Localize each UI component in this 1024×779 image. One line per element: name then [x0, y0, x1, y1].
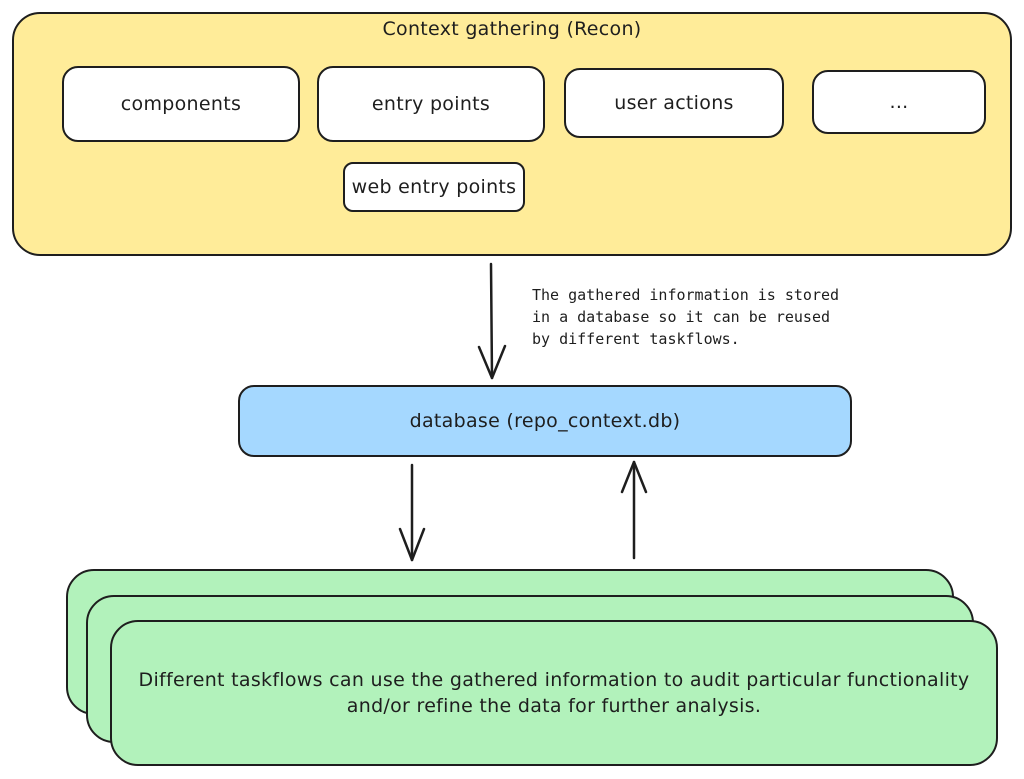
node-user-actions: user actions: [564, 68, 784, 138]
node-user-actions-label: user actions: [614, 92, 734, 114]
node-ellipsis: ...: [812, 70, 986, 134]
database-node: database (repo_context.db): [238, 385, 852, 457]
node-components: components: [62, 66, 300, 142]
node-entry-points-label: entry points: [371, 93, 491, 115]
arrow-taskflows-to-database: [620, 460, 648, 560]
node-web-entry-points-label: web entry points: [351, 176, 517, 198]
storage-note-line: in a database so it can be reused: [532, 308, 831, 326]
storage-note-line: The gathered information is stored: [532, 286, 840, 304]
arrow-database-to-taskflows: [398, 463, 426, 562]
node-entry-points: entry points: [317, 66, 545, 142]
storage-note: The gathered information is stored in a …: [532, 284, 862, 350]
taskflow-description-line: Different taskflows can use the gathered…: [138, 669, 970, 691]
node-ellipsis-label: ...: [889, 91, 909, 113]
recon-title: Context gathering (Recon): [382, 18, 642, 40]
arrow-recon-to-database: [477, 262, 507, 380]
database-label: database (repo_context.db): [409, 410, 681, 432]
taskflow-description: Different taskflows can use the gathered…: [139, 667, 970, 719]
node-web-entry-points: web entry points: [343, 162, 525, 212]
taskflow-description-line: and/or refine the data for further analy…: [346, 695, 762, 717]
taskflow-card-front: Different taskflows can use the gathered…: [110, 620, 998, 766]
node-components-label: components: [120, 93, 242, 115]
storage-note-line: by different taskflows.: [532, 330, 740, 348]
